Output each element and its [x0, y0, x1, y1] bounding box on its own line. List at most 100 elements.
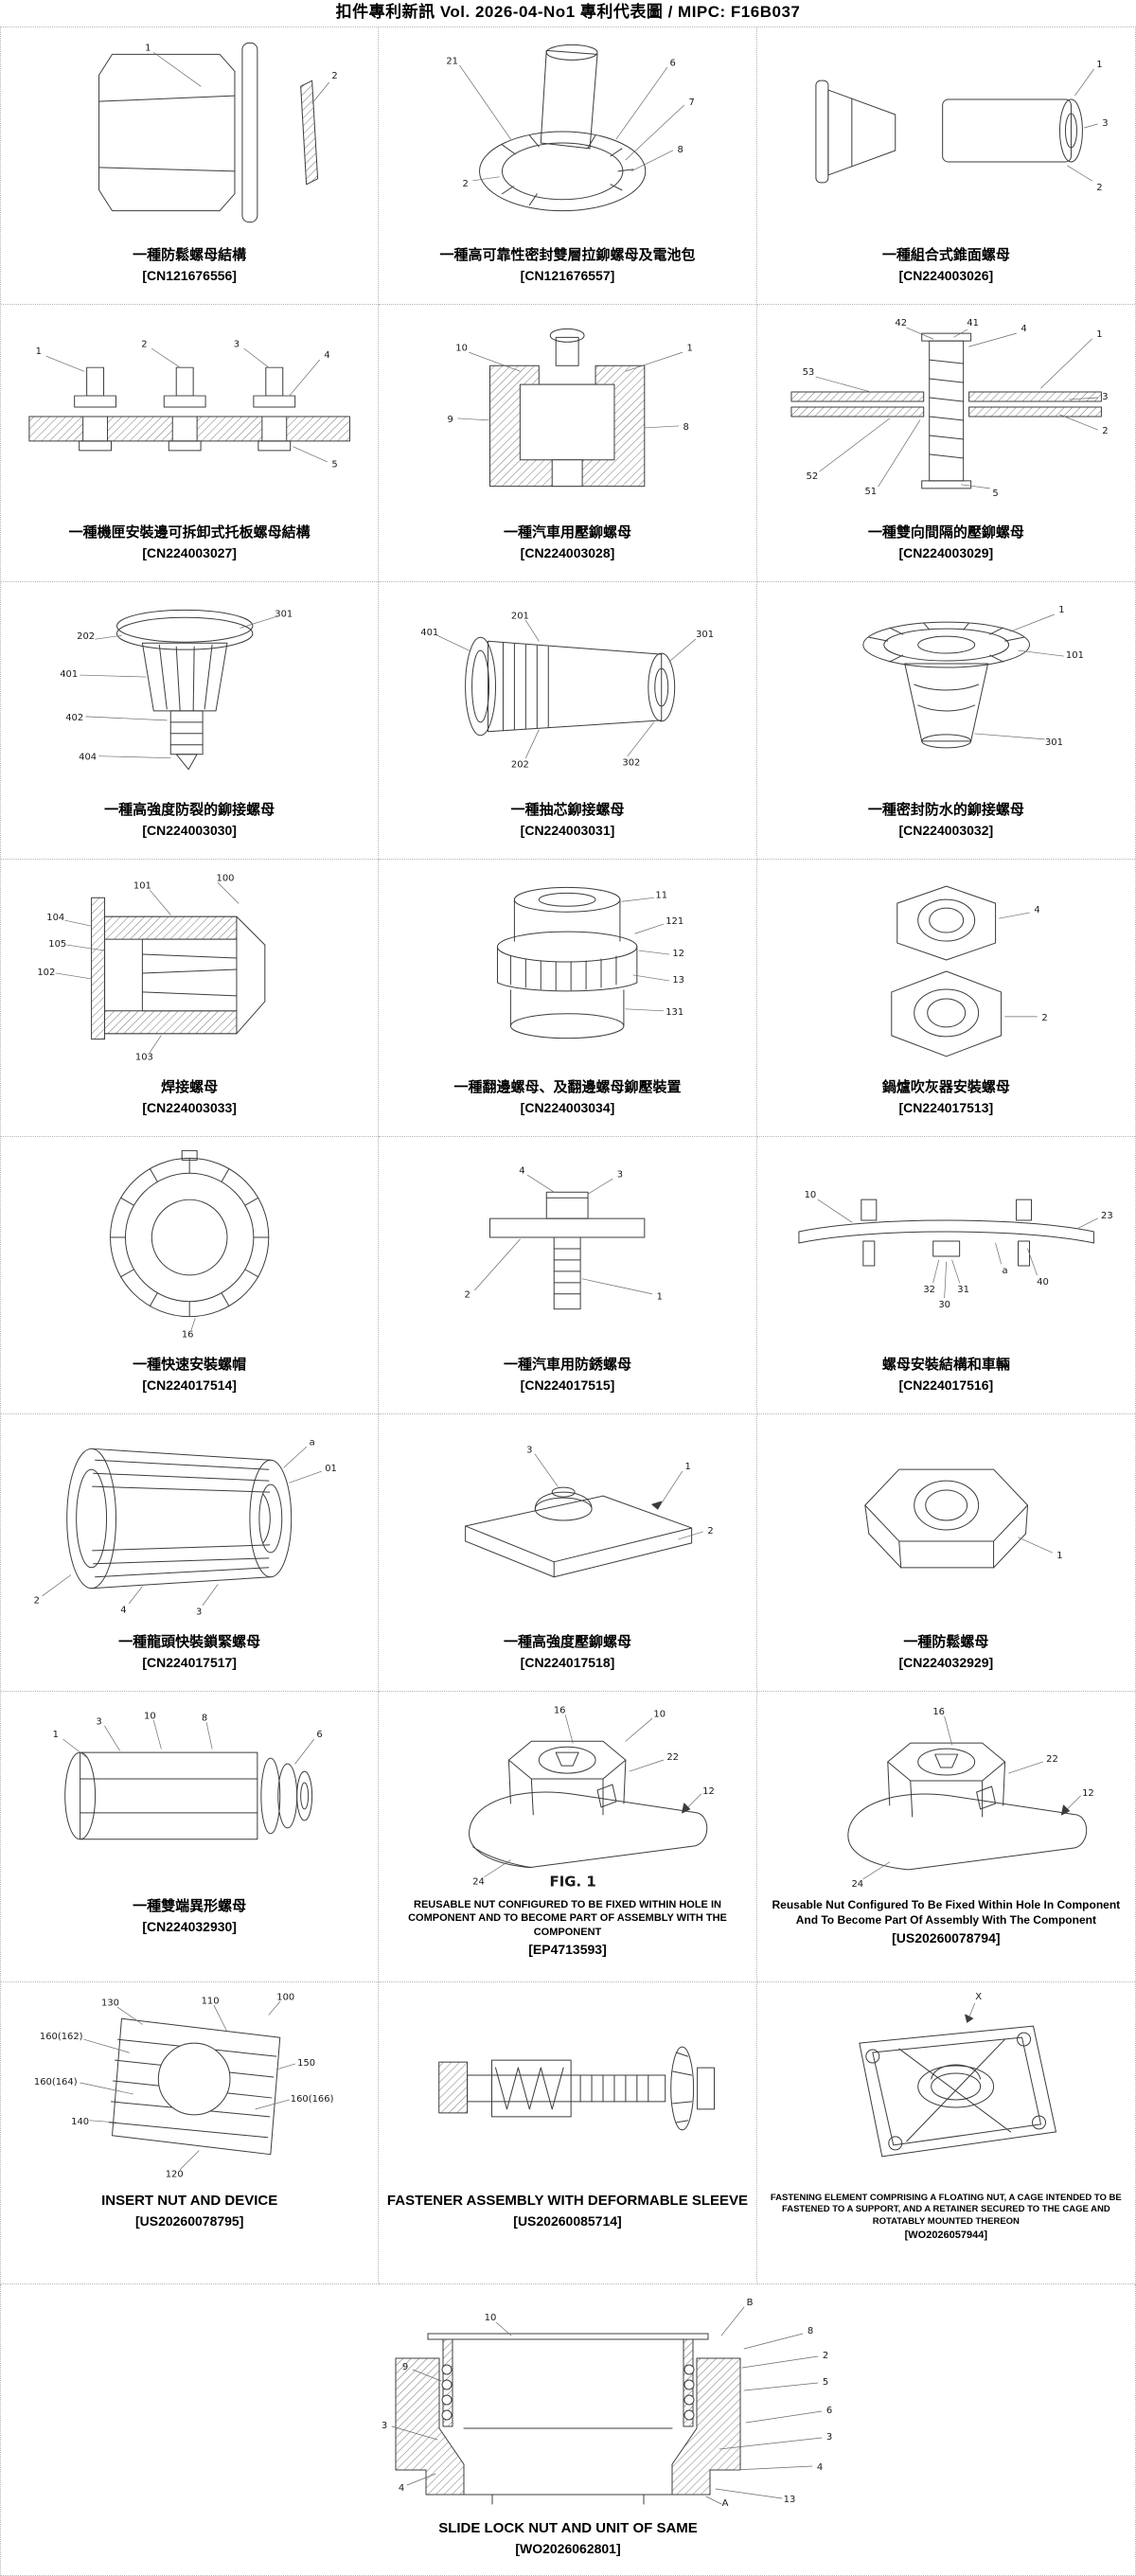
patent-cell: 3 1 2 一種高強度壓鉚螺母 [CN224017518] — [379, 1414, 757, 1692]
patent-number: [US20260078795] — [134, 2212, 244, 2229]
patent-caption: FASTENER ASSEMBLY WITH DEFORMABLE SLEEVE… — [1, 2183, 378, 2283]
figure-label: 5 — [992, 489, 998, 499]
figure-label: 120 — [166, 2170, 184, 2180]
figure-label: 4 — [1021, 324, 1026, 334]
figure-label: 24 — [851, 1879, 863, 1889]
figure-caption-fig1: FIG. 1 — [550, 1874, 596, 1889]
patent-number: [CN224003027] — [142, 544, 237, 560]
patent-number: [CN224003028] — [520, 544, 615, 560]
patent-title: 焊接螺母 — [161, 1079, 219, 1095]
figure-label: 41 — [967, 318, 979, 329]
figure-label: 12 — [673, 949, 685, 959]
patent-caption: FASTENING ELEMENT COMPRISING A FLOATING … — [757, 2183, 1135, 2283]
page-title: 扣件專利新訊 Vol. 2026-04-No1 專利代表圖 / MIPC: F1… — [335, 3, 801, 21]
patent-number: [CN121676557] — [520, 267, 615, 283]
patent-figure: 16 10 22 12 24 FIG. 1 — [379, 1692, 755, 1889]
figure-label: 52 — [806, 471, 818, 482]
patent-cell: 1 2 一種防鬆螺母結構 [CN121676556] — [1, 27, 380, 305]
patent-figure: 10 23 32 31 30 a 40 — [757, 1137, 1135, 1347]
patent-figure: a 01 2 4 3 — [1, 1414, 378, 1625]
patent-figure: 301 202 401 402 404 — [1, 582, 378, 792]
figure-label: 3 — [96, 1716, 101, 1727]
figure-label: 8 — [808, 2326, 813, 2336]
patent-figure: 101 100 104 105 102 103 — [1, 860, 378, 1070]
patent-number: [WO2026062801] — [515, 2540, 621, 2556]
patent-number: [CN224017515] — [520, 1377, 615, 1393]
patent-figure: 10 B 8 2 9 5 6 3 3 4 4 13 A — [1, 2284, 1135, 2507]
patent-title: 一種汽車用壓鉚螺母 — [503, 524, 631, 541]
figure-label: 4 — [399, 2483, 404, 2494]
figure-label: 1 — [36, 346, 42, 357]
figure-label: 1 — [1096, 329, 1102, 340]
patent-cell: 1 2 3 4 5 一種機匣安裝邊可拆卸式托板螺母結構 [CN224003027… — [1, 305, 380, 582]
patent-title: 一種高強度防裂的鉚接螺母 — [104, 802, 275, 818]
figure-label: 23 — [1101, 1211, 1113, 1221]
figure-label: 40 — [1037, 1277, 1049, 1288]
patent-figure — [379, 1982, 755, 2183]
figure-label: a — [310, 1437, 315, 1448]
figure-label: 9 — [402, 2362, 408, 2372]
patent-caption: REUSABLE NUT CONFIGURED TO BE FIXED WITH… — [379, 1889, 755, 1981]
figure-label: 301 — [275, 609, 293, 619]
figure-label: 3 — [1102, 118, 1108, 129]
figure-label: 3 — [382, 2421, 387, 2431]
patent-figure: 1 — [757, 1414, 1135, 1625]
patent-title: 一種翻邊螺母、及翻邊螺母鉚壓裝置 — [453, 1079, 682, 1095]
figure-label: 10 — [456, 343, 469, 353]
figure-label: 1 — [687, 343, 693, 353]
figure-label: 3 — [826, 2432, 832, 2443]
patent-cell: 130 110 100 160(162) 150 160(164) 160(16… — [1, 1982, 380, 2284]
patent-cell: 1 一種防鬆螺母 [CN224032929] — [756, 1414, 1135, 1692]
figure-label: 2 — [823, 2351, 828, 2361]
figure-label: 102 — [37, 968, 55, 978]
patent-caption: 一種防鬆螺母結構 [CN121676556] — [1, 238, 378, 304]
patent-figure: 16 — [1, 1137, 378, 1347]
figure-label: 30 — [938, 1300, 950, 1310]
figure-label: 100 — [217, 873, 235, 883]
patent-title: 一種高強度壓鉚螺母 — [503, 1634, 631, 1650]
patent-number: [CN224003026] — [898, 267, 994, 283]
figure-label: X — [975, 1992, 982, 2002]
figure-label: 2 — [1096, 183, 1102, 193]
figure-label: 16 — [182, 1330, 194, 1341]
patent-cell: FASTENER ASSEMBLY WITH DEFORMABLE SLEEVE… — [379, 1982, 757, 2284]
patent-title: Reusable Nut Configured To Be Fixed With… — [772, 1898, 1121, 1927]
patent-caption: 一種汽車用壓鉚螺母 [CN224003028] — [379, 515, 755, 581]
figure-label: 4 — [520, 1165, 525, 1176]
patent-cell: a 01 2 4 3 一種龍頭快裝鎖緊螺母 [CN224017517] — [1, 1414, 380, 1692]
patent-title: 一種防鬆螺母結構 — [133, 247, 247, 263]
figure-label: 1 — [1056, 1551, 1062, 1561]
figure-label: 51 — [864, 487, 877, 497]
figure-label: 22 — [1046, 1754, 1058, 1765]
figure-label: 13 — [673, 975, 685, 986]
figure-label: 6 — [316, 1730, 322, 1740]
figure-label: 202 — [511, 760, 529, 771]
patent-caption: 一種雙端異形螺母 [CN224032930] — [1, 1889, 378, 1981]
patent-number: [US20260085714] — [513, 2212, 622, 2229]
patent-caption: 一種高強度防裂的鉚接螺母 [CN224003030] — [1, 792, 378, 859]
patent-figure: 401 201 301 302 202 — [379, 582, 755, 792]
figure-label: 8 — [683, 422, 689, 433]
figure-label: 404 — [79, 753, 97, 763]
figure-label: A — [722, 2498, 729, 2507]
figure-label: 130 — [101, 1998, 119, 2008]
patent-caption: 一種機匣安裝邊可拆卸式托板螺母結構 [CN224003027] — [1, 515, 378, 581]
patent-title: 一種密封防水的鉚接螺母 — [867, 802, 1024, 818]
patent-caption: Reusable Nut Configured To Be Fixed With… — [757, 1889, 1135, 1981]
patent-figure: 16 22 12 24 — [757, 1692, 1135, 1889]
figure-label: 3 — [1102, 392, 1108, 402]
figure-label: 5 — [823, 2377, 828, 2388]
patent-caption: 鍋爐吹灰器安裝螺母 [CN224017513] — [757, 1070, 1135, 1136]
patent-caption: 一種高可靠性密封雙層拉鉚螺母及電池包 [CN121676557] — [379, 238, 755, 304]
figure-label: 16 — [554, 1705, 566, 1715]
figure-label: 150 — [297, 2058, 315, 2069]
patent-caption: 一種快速安裝螺帽 [CN224017514] — [1, 1347, 378, 1413]
patent-caption: 一種汽車用防銹螺母 [CN224017515] — [379, 1347, 755, 1413]
figure-label: 2 — [463, 179, 469, 189]
figure-label: 401 — [421, 628, 439, 638]
patent-caption: 一種密封防水的鉚接螺母 [CN224003032] — [757, 792, 1135, 859]
figure-label: 401 — [60, 669, 78, 680]
figure-label: 10 — [144, 1711, 156, 1721]
figure-label: 2 — [708, 1526, 714, 1537]
figure-label: 6 — [826, 2406, 832, 2416]
